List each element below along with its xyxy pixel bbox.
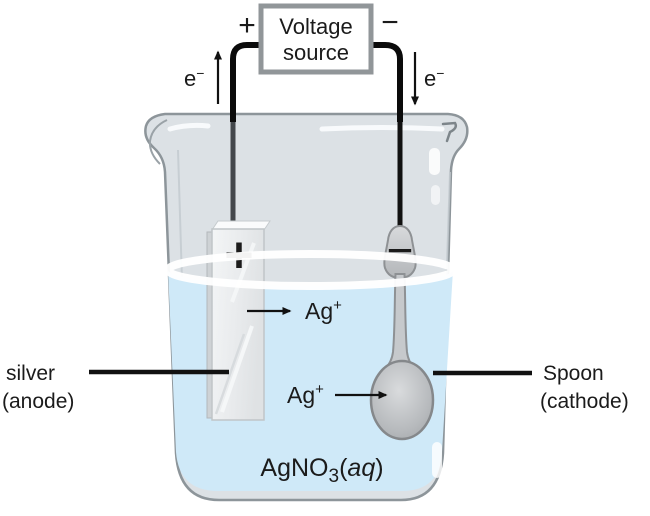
- beaker-rim-fold-right: [441, 121, 458, 143]
- cathode-terminal-sign: −: [387, 224, 414, 276]
- electron-flow: e− e−: [184, 50, 444, 106]
- cathode-label-line1: Spoon: [543, 362, 604, 385]
- anode-label-line1: silver: [6, 362, 55, 385]
- voltage-source-box: [258, 3, 374, 75]
- beaker-spout-fold: [148, 119, 168, 165]
- solution-formula: AgNO3(aq): [260, 454, 383, 487]
- ion-label-lower: Ag+: [287, 381, 324, 408]
- voltage-source-label-line2: source: [283, 40, 349, 65]
- anode-glare-2: [214, 333, 246, 415]
- ion-label-upper: Ag+: [305, 297, 342, 324]
- electron-label-right: e−: [424, 65, 444, 91]
- wire-right: [371, 42, 403, 122]
- voltage-source: Voltage source + −: [238, 3, 399, 75]
- solution-glare-bottom-right: [432, 442, 442, 478]
- ion-annotations: Ag+ Ag+: [247, 297, 388, 408]
- wire-left: [230, 42, 261, 122]
- circuit-wires: [230, 42, 403, 236]
- beaker-rim-highlight-left: [167, 122, 211, 132]
- spoon-bowl: [369, 359, 435, 441]
- spoon-cathode: −: [369, 224, 435, 441]
- beaker-rim-highlight-right: [319, 125, 445, 132]
- anode-label-line2: (anode): [2, 390, 74, 413]
- anode-glare-1: [220, 325, 254, 413]
- solution-surface: [164, 250, 457, 290]
- voltage-source-label-line1: Voltage: [279, 14, 352, 39]
- source-negative-sign: −: [381, 6, 399, 39]
- beaker-wall-glare: [429, 148, 440, 175]
- callout-labels: silver (anode) Spoon (cathode): [2, 362, 629, 413]
- beaker-wall-glare-small: [431, 185, 440, 205]
- electron-label-left: e−: [184, 65, 204, 91]
- cathode-label-line2: (cathode): [540, 390, 629, 413]
- silver-anode: +: [206, 220, 271, 421]
- source-positive-sign: +: [238, 9, 256, 42]
